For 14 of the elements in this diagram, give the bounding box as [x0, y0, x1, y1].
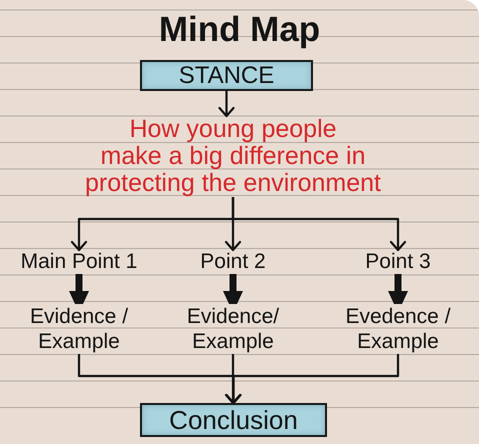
evidence-label: Evidence / Example [20, 304, 138, 354]
evidence-label: Evidence/ Example [174, 304, 292, 354]
title: Mind Map [158, 10, 320, 50]
stance-box: STANCE [140, 60, 313, 91]
arrow [225, 354, 400, 404]
arrow [224, 354, 242, 404]
point-label: Main Point 1 [20, 250, 138, 274]
conclusion-box: Conclusion [140, 403, 327, 437]
arrow [218, 91, 235, 118]
point-label: Point 3 [365, 250, 431, 274]
topic-text: How young people make a big difference in protecting the environment [38, 116, 428, 197]
evidence-label: Evedence / Example [336, 304, 460, 354]
point-label: Point 2 [200, 250, 266, 274]
arrow [232, 197, 406, 252]
